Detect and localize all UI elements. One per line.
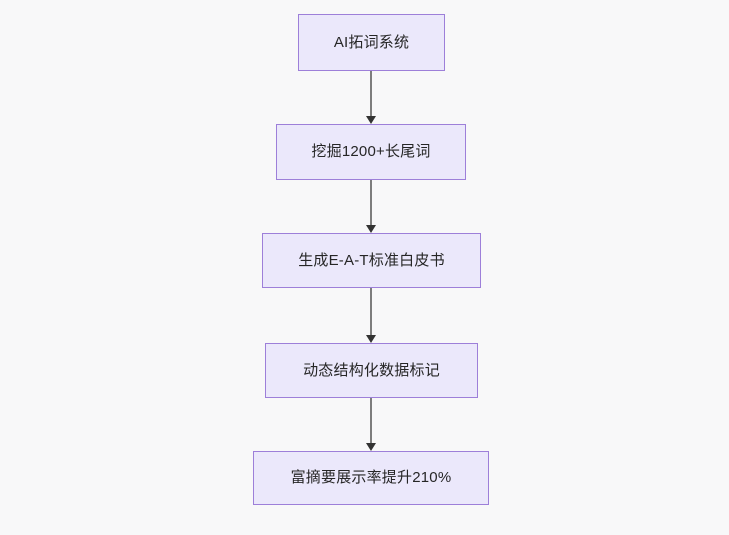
- flowchart-node-label: AI拓词系统: [333, 33, 410, 51]
- flowchart-edge-node1-to-node2: [364, 71, 378, 124]
- arrow-down-icon: [366, 443, 376, 451]
- flowchart-node-label: 富摘要展示率提升210%: [290, 469, 452, 486]
- arrow-down-icon: [366, 116, 376, 124]
- arrow-down-icon: [366, 335, 376, 343]
- flowchart-edge-node3-to-node4: [364, 288, 378, 343]
- flowchart-node-mine-longtail-keywords[interactable]: 挖掘1200+长尾词: [276, 124, 466, 180]
- flowchart-node-dynamic-structured-data-markup[interactable]: 动态结构化数据标记: [265, 343, 478, 398]
- flowchart-node-rich-snippet-impression-lift[interactable]: 富摘要展示率提升210%: [253, 451, 489, 505]
- flowchart-node-ai-keyword-system[interactable]: AI拓词系统: [298, 14, 445, 71]
- flowchart-node-label: 动态结构化数据标记: [303, 361, 440, 379]
- flowchart-node-generate-eat-whitepaper[interactable]: 生成E-A-T标准白皮书: [262, 233, 481, 288]
- edge-shaft: [370, 71, 372, 117]
- arrow-down-icon: [366, 225, 376, 233]
- flowchart-edge-node2-to-node3: [364, 180, 378, 233]
- edge-shaft: [370, 288, 372, 336]
- edge-shaft: [370, 398, 372, 444]
- flowchart-node-label: 挖掘1200+长尾词: [311, 143, 431, 160]
- flowchart-node-label: 生成E-A-T标准白皮书: [298, 251, 445, 269]
- edge-shaft: [370, 180, 372, 226]
- flowchart-edge-node4-to-node5: [364, 398, 378, 451]
